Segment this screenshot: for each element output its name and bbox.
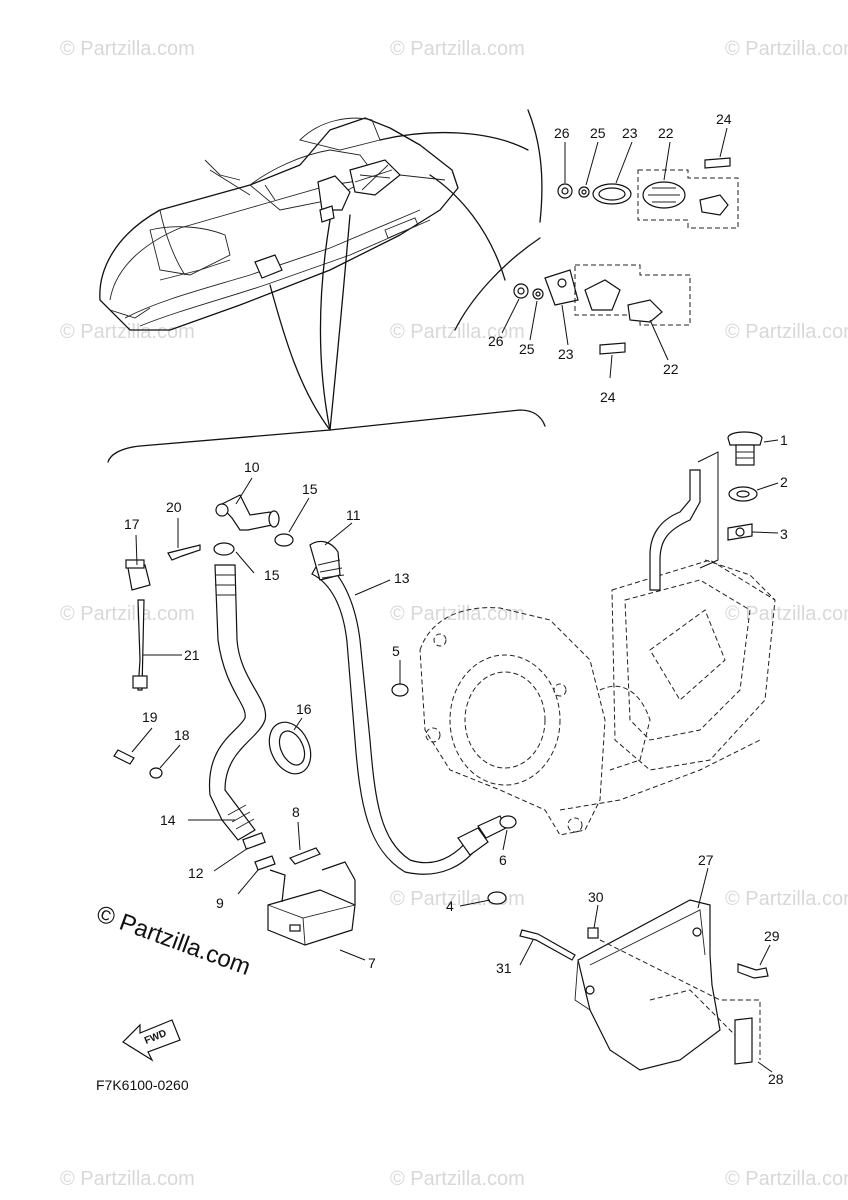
callout-24-lower: 24 — [600, 389, 616, 405]
callout-leaders — [131, 127, 779, 1073]
watermark-8: © Partzilla.com — [390, 603, 525, 625]
callout-10: 10 — [244, 459, 260, 475]
watermark-4: © Partzilla.com — [60, 321, 195, 343]
drain-tube — [649, 451, 719, 591]
callout-8: 8 — [292, 804, 300, 820]
callout-22-upper: 22 — [658, 125, 674, 141]
callout-3: 3 — [780, 526, 788, 542]
callout-6: 6 — [499, 852, 507, 868]
callout-17: 17 — [124, 516, 140, 532]
callout-2: 2 — [780, 474, 788, 490]
group-leaders — [107, 214, 546, 463]
cover-27 — [574, 899, 761, 1071]
callout-29: 29 — [764, 928, 780, 944]
part-8 — [289, 847, 321, 865]
copyright-text: © Partzilla.com — [93, 900, 254, 981]
clamps-4-5-6 — [391, 683, 517, 905]
callout-20: 20 — [166, 499, 182, 515]
watermark-3: © Partzilla.com — [725, 38, 848, 60]
watermark-13: © Partzilla.com — [390, 1168, 525, 1190]
callout-5: 5 — [392, 643, 400, 659]
parts-28-29-30-31 — [519, 927, 769, 1065]
callout-16: 16 — [296, 701, 312, 717]
callout-4: 4 — [446, 898, 454, 914]
clamps-15 — [213, 533, 294, 556]
inspection-cover-group-lower — [429, 174, 691, 355]
callout-25-lower: 25 — [519, 341, 535, 357]
callout-25-upper: 25 — [590, 125, 606, 141]
callout-23-upper: 23 — [622, 125, 638, 141]
watermark-1: © Partzilla.com — [60, 38, 195, 60]
callout-14: 14 — [160, 812, 176, 828]
fwd-arrow: FWD — [122, 1019, 181, 1062]
callout-11: 11 — [346, 507, 361, 523]
watermark-14: © Partzilla.com — [725, 1168, 848, 1190]
callout-26-upper: 26 — [554, 125, 570, 141]
callout-27: 27 — [698, 852, 714, 868]
module-7 — [267, 861, 356, 946]
watermark-9: © Partzilla.com — [725, 603, 848, 625]
hose-14 — [208, 564, 267, 850]
seal-16 — [268, 721, 312, 775]
part-9 — [254, 855, 276, 871]
drain-plug-parts — [727, 431, 763, 541]
callout-18: 18 — [174, 727, 190, 743]
watermark-5: © Partzilla.com — [390, 321, 525, 343]
callout-19: 19 — [142, 709, 158, 725]
callout-30: 30 — [588, 889, 604, 905]
callout-26-lower: 26 — [488, 333, 504, 349]
watermark-11: © Partzilla.com — [725, 888, 848, 910]
callout-31: 31 — [496, 960, 512, 976]
callout-labels: 1 2 3 4 5 6 7 8 9 10 11 12 13 14 15 15 1… — [124, 111, 788, 1087]
callout-28: 28 — [768, 1071, 784, 1087]
holder-17-rivet-20-band-21 — [125, 544, 201, 691]
callout-22-lower: 22 — [663, 361, 679, 377]
callout-9: 9 — [216, 895, 224, 911]
watermark-12: © Partzilla.com — [60, 1168, 195, 1190]
callout-15-lower: 15 — [264, 567, 280, 583]
hose-13 — [309, 540, 507, 875]
watermark-6: © Partzilla.com — [725, 321, 848, 343]
watercraft-illustration — [99, 117, 459, 331]
figure-code: F7K6100-0260 — [96, 1077, 189, 1093]
callout-12: 12 — [188, 865, 204, 881]
callout-21: 21 — [184, 647, 200, 663]
callout-1: 1 — [780, 432, 788, 448]
jet-pump-housing — [419, 559, 776, 836]
callout-13: 13 — [394, 570, 410, 586]
callout-23-lower: 23 — [558, 346, 574, 362]
fitting-10 — [215, 494, 280, 531]
callout-7: 7 — [368, 955, 376, 971]
watermark-2: © Partzilla.com — [390, 38, 525, 60]
watermark-7: © Partzilla.com — [60, 603, 195, 625]
rivet-19-washer-18 — [113, 749, 163, 779]
watermarks: © Partzilla.com © Partzilla.com © Partzi… — [60, 38, 848, 1190]
callout-15-upper: 15 — [302, 481, 318, 497]
callout-24-upper: 24 — [716, 111, 732, 127]
inspection-cover-group-upper — [379, 109, 739, 229]
